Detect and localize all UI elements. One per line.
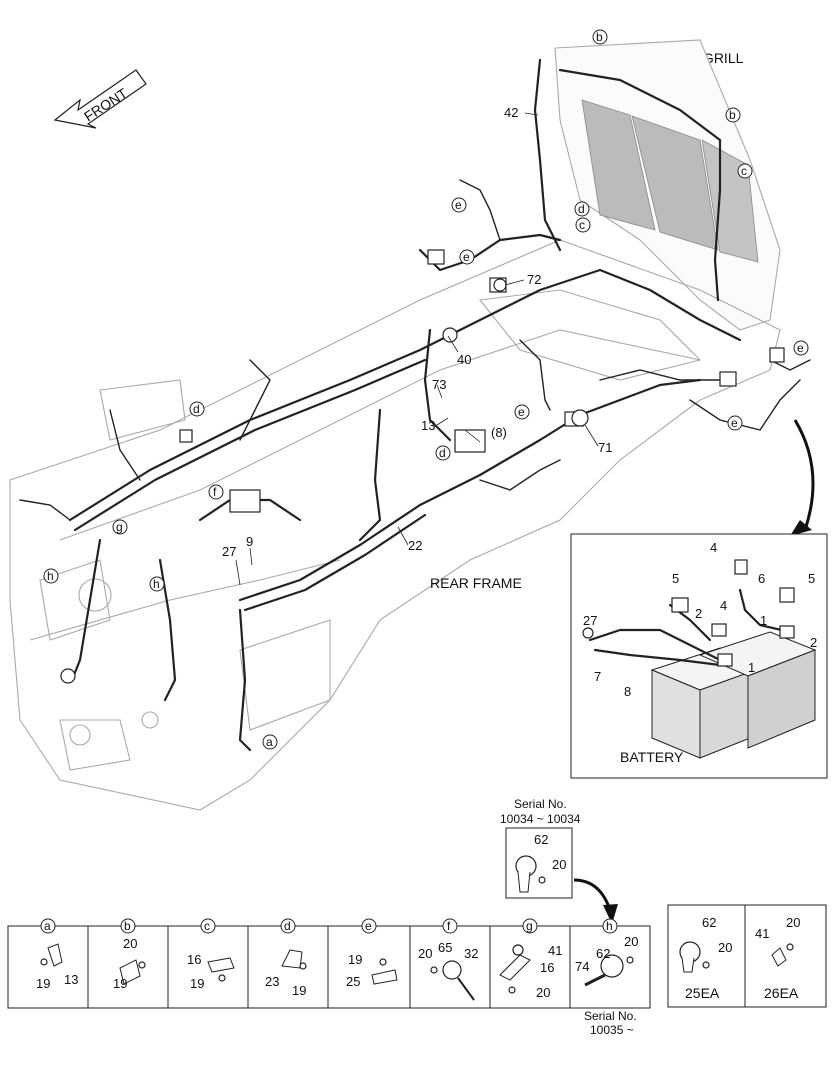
bubble-e3: e <box>797 341 804 355</box>
serial-bottom-line2: 10035 ~ <box>590 1023 634 1037</box>
serial-top-line1: Serial No. <box>514 797 567 811</box>
callout-8-paren: (8) <box>491 425 507 440</box>
serial-top-line2: 10034 ~ 10034 <box>500 812 581 826</box>
battery-part-4a: 4 <box>710 540 717 555</box>
cell-h-part-62: 62 <box>596 946 610 961</box>
kit2-part-41: 41 <box>755 926 769 941</box>
callout-22: 22 <box>408 538 422 553</box>
battery-part-7: 7 <box>594 669 601 684</box>
bubble-e5: e <box>731 416 738 430</box>
detail-letter-b: b <box>124 919 131 933</box>
battery-part-8: 8 <box>624 684 631 699</box>
kit2-part-20: 20 <box>786 915 800 930</box>
detail-letter-d: d <box>284 919 291 933</box>
bubble-a1: a <box>266 735 273 749</box>
cell-h-part-20: 20 <box>624 934 638 949</box>
battery-part-1b: 1 <box>748 660 755 675</box>
kit2-qty: 26EA <box>764 985 799 1001</box>
detail-letter-g: g <box>526 919 533 933</box>
callout-40: 40 <box>457 352 471 367</box>
callout-13: 13 <box>421 418 435 433</box>
bubble-e2: e <box>463 250 470 264</box>
cell-a-part-19: 19 <box>36 976 50 991</box>
bubble-f1: f <box>213 485 217 499</box>
cell-g-part-20: 20 <box>536 985 550 1000</box>
serial-top-part-62: 62 <box>534 832 548 847</box>
bubble-e4: e <box>518 405 525 419</box>
detail-letter-f: f <box>447 919 451 933</box>
battery-part-2b: 2 <box>810 635 817 650</box>
cell-f-part-65: 65 <box>438 940 452 955</box>
battery-part-1a: 1 <box>760 613 767 628</box>
cell-f-part-32: 32 <box>464 946 478 961</box>
cell-e-part-19: 19 <box>348 952 362 967</box>
bubble-d3: d <box>439 446 446 460</box>
cell-g-part-41: 41 <box>548 943 562 958</box>
kit1-part-20: 20 <box>718 940 732 955</box>
serial-top-part-20: 20 <box>552 857 566 872</box>
letter-bubbles: b b c e d c e e d e e d f g h h a <box>43 29 809 750</box>
serial-top-inset: Serial No. 10034 ~ 10034 62 20 <box>500 797 581 899</box>
leader-lines <box>235 112 599 586</box>
battery-part-6: 6 <box>758 571 765 586</box>
battery-inset: 4 5 6 5 27 2 4 1 2 7 8 1 BATTERY <box>570 533 828 779</box>
bubble-c1: c <box>741 164 747 178</box>
connectors <box>60 249 785 684</box>
bubble-e1: e <box>455 198 462 212</box>
battery-part-5a: 5 <box>672 571 679 586</box>
callout-27: 27 <box>222 544 236 559</box>
bubble-b2: b <box>729 108 736 122</box>
detail-row: a b c d e f g h 19 13 20 19 16 19 23 19 … <box>7 918 651 1009</box>
cell-b-part-19: 19 <box>113 976 127 991</box>
bubble-d2: d <box>193 402 200 416</box>
callout-9: 9 <box>246 534 253 549</box>
kit1-part-62: 62 <box>702 915 716 930</box>
cell-h-part-74: 74 <box>575 959 589 974</box>
kits-box: 62 20 25EA 20 41 26EA <box>667 904 827 1008</box>
cell-a-part-13: 13 <box>64 972 78 987</box>
wire-harness <box>19 58 811 752</box>
callout-42: 42 <box>504 105 518 120</box>
cell-d-part-19: 19 <box>292 983 306 998</box>
callout-73: 73 <box>432 377 446 392</box>
rear-frame-label: REAR FRAME <box>430 575 522 591</box>
detail-letter-e: e <box>365 919 372 933</box>
bubble-d1: d <box>578 202 585 216</box>
detail-letter-c: c <box>204 919 210 933</box>
cell-b-part-20: 20 <box>123 936 137 951</box>
cell-c-part-16: 16 <box>187 952 201 967</box>
radiator-grill <box>554 39 781 331</box>
cell-d-part-23: 23 <box>265 974 279 989</box>
cell-c-part-19: 19 <box>190 976 204 991</box>
front-arrow: FRONT <box>53 69 147 129</box>
battery-title: BATTERY <box>620 749 684 765</box>
detail-letter-a: a <box>44 919 51 933</box>
cell-e-part-25: 25 <box>346 974 360 989</box>
kit1-qty: 25EA <box>685 985 720 1001</box>
battery-part-5b: 5 <box>808 571 815 586</box>
callout-71: 71 <box>598 440 612 455</box>
bubble-h1: h <box>47 569 54 583</box>
serial-bottom-line1: Serial No. <box>584 1009 637 1023</box>
cell-g-part-16: 16 <box>540 960 554 975</box>
bubble-g1: g <box>116 520 123 534</box>
cell-f-part-20: 20 <box>418 946 432 961</box>
battery-part-2a: 2 <box>695 606 702 621</box>
bubble-h2: h <box>153 577 160 591</box>
bubble-c2: c <box>579 218 585 232</box>
callout-72: 72 <box>527 272 541 287</box>
detail-letter-h: h <box>606 919 613 933</box>
battery-part-4b: 4 <box>720 598 727 613</box>
bubble-b1: b <box>596 30 603 44</box>
battery-part-27: 27 <box>583 613 597 628</box>
